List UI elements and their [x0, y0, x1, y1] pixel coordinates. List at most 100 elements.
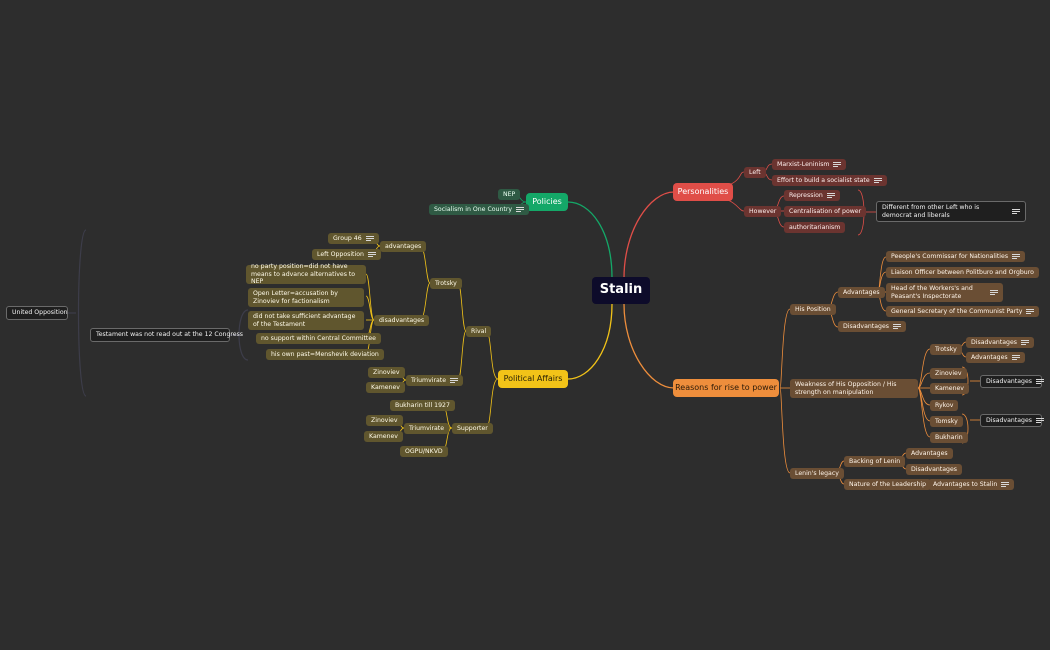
past-node[interactable]: his own past=Menshevik deviation — [266, 349, 384, 360]
p-kamenev-node[interactable]: Kamenev — [366, 382, 405, 393]
his-position-label: His Position — [795, 305, 831, 313]
p-disadvantages-node[interactable]: disadvantages — [374, 315, 430, 326]
group1-disadvantages-label: Disadvantages — [986, 377, 1032, 385]
backing-advantages-label: Advantages — [911, 449, 948, 457]
no-party-node[interactable]: no party position=did not have means to … — [246, 262, 366, 286]
liaison-node[interactable]: Liaison Officer between Politburo and Or… — [886, 267, 1039, 278]
note-icon — [833, 162, 842, 167]
note-icon — [1035, 379, 1044, 384]
advantages-to-stalin-label: Advantages to Stalin — [933, 480, 998, 488]
authoritarianism-label: authoritarianism — [789, 223, 841, 231]
united-opposition-node[interactable]: United Opposition — [6, 306, 68, 320]
nature-label: Nature of the Leadership — [849, 480, 927, 488]
note-icon — [1012, 209, 1020, 214]
personalities-label: Personalities — [677, 187, 729, 196]
p-zinoviev2-label: Zinoviev — [371, 416, 398, 424]
position-advantages-node[interactable]: Advantages — [838, 287, 885, 298]
r-rykov-node[interactable]: Rykov — [930, 400, 959, 411]
note-icon — [1012, 254, 1021, 259]
centralisation-node[interactable]: Centralisation of power — [784, 206, 867, 217]
no-support-node[interactable]: no support within Central Committee — [256, 333, 381, 344]
repression-node[interactable]: Repression — [784, 190, 840, 201]
note-icon — [516, 207, 525, 212]
p-zinoviev2-node[interactable]: Zinoviev — [366, 415, 403, 426]
note-icon — [1020, 340, 1029, 345]
triumvirate-label: Triumvirate — [411, 376, 447, 384]
note-icon — [1011, 355, 1020, 360]
position-disadvantages-node[interactable]: Disadvantages — [838, 321, 906, 332]
root-node[interactable]: Stalin — [592, 277, 650, 304]
group2-disadvantages-node[interactable]: Disadvantages — [980, 414, 1044, 427]
r-rykov-label: Rykov — [935, 401, 954, 409]
lenins-legacy-node[interactable]: Lenin's legacy — [790, 468, 844, 479]
effort-node[interactable]: Effort to build a socialist state — [772, 175, 887, 186]
policies-node[interactable]: Policies — [526, 193, 568, 211]
socialism-node[interactable]: Socialism in One Country — [429, 204, 530, 215]
nature-node[interactable]: Nature of the Leadership — [844, 479, 932, 490]
left-opposition-label: Left Opposition — [317, 250, 364, 258]
lenins-legacy-label: Lenin's legacy — [795, 469, 839, 477]
note-icon — [367, 252, 376, 257]
note-icon — [1026, 309, 1035, 314]
weakness-label: Weakness of His Opposition / His strengt… — [795, 380, 897, 396]
group1-disadvantages-node[interactable]: Disadvantages — [980, 375, 1044, 388]
r-tomsky-node[interactable]: Tomsky — [930, 416, 963, 427]
p-kamenev2-label: Kamenev — [369, 432, 398, 440]
backing-advantages-node[interactable]: Advantages — [906, 448, 953, 459]
triumvirate2-node[interactable]: Triumvirate — [404, 423, 450, 434]
head-node[interactable]: Head of the Workers's and Peasant's Insp… — [886, 283, 1003, 302]
backing-node[interactable]: Backing of Lenin — [844, 456, 906, 467]
bukharin-node[interactable]: Bukharin till 1927 — [390, 400, 455, 411]
p-kamenev-label: Kamenev — [371, 383, 400, 391]
r-zinoviev-node[interactable]: Zinoviev — [930, 368, 967, 379]
open-letter-node[interactable]: Open Letter=accusation by Zinoviev for f… — [248, 288, 364, 307]
p-disadvantages-label: disadvantages — [379, 316, 425, 324]
r-bukharin-node[interactable]: Bukharin — [930, 432, 968, 443]
nep-node[interactable]: NEP — [498, 189, 521, 200]
authoritarianism-node[interactable]: authoritarianism — [784, 222, 846, 233]
marxist-node[interactable]: Marxist-Leninism — [772, 159, 847, 170]
p-trotsky-node[interactable]: Trotsky — [430, 278, 462, 289]
r-kamenev-node[interactable]: Kamenev — [930, 383, 969, 394]
ogpu-node[interactable]: OGPU/NKVD — [400, 446, 448, 457]
ogpu-label: OGPU/NKVD — [405, 447, 443, 455]
liaison-label: Liaison Officer between Politburo and Or… — [891, 268, 1034, 276]
advantages-to-stalin-node[interactable]: Advantages to Stalin — [928, 479, 1015, 490]
rival-node[interactable]: Rival — [466, 326, 492, 337]
backing-label: Backing of Lenin — [849, 457, 901, 465]
r-trotsky-advantages-node[interactable]: Advantages — [966, 352, 1025, 363]
backing-disadvantages-node[interactable]: Disadvantages — [906, 464, 962, 475]
weakness-node[interactable]: Weakness of His Opposition / His strengt… — [790, 379, 918, 398]
repression-label: Repression — [789, 191, 823, 199]
general-secretary-node[interactable]: General Secretary of the Communist Party — [886, 306, 1040, 317]
r-zinoviev-label: Zinoviev — [935, 369, 962, 377]
note-icon — [1001, 482, 1010, 487]
however-node[interactable]: However — [744, 206, 782, 217]
commissar-label: Peeople's Commissar for Nationalities — [891, 252, 1009, 260]
group46-node[interactable]: Group 46 — [328, 233, 379, 244]
r-trotsky-node[interactable]: Trotsky — [930, 344, 962, 355]
general-secretary-label: General Secretary of the Communist Party — [891, 307, 1023, 315]
triumvirate-node[interactable]: Triumvirate — [406, 375, 464, 386]
reasons-node[interactable]: Reasons for rise to power — [673, 379, 779, 397]
note-icon — [450, 378, 459, 383]
r-trotsky-disadvantages-node[interactable]: Disadvantages — [966, 337, 1034, 348]
united-opposition-label: United Opposition — [12, 309, 68, 317]
p-advantages-node[interactable]: advantages — [380, 241, 427, 252]
supporter-node[interactable]: Supporter — [452, 423, 493, 434]
backing-disadvantages-label: Disadvantages — [911, 465, 957, 473]
p-kamenev2-node[interactable]: Kamenev — [364, 431, 403, 442]
did-not-take-node[interactable]: did not take sufficient advantage of the… — [248, 311, 364, 330]
note-icon — [990, 290, 998, 295]
his-position-node[interactable]: His Position — [790, 304, 836, 315]
personalities-node[interactable]: Personalities — [673, 183, 733, 201]
commissar-node[interactable]: Peeople's Commissar for Nationalities — [886, 251, 1026, 262]
root-label: Stalin — [599, 282, 643, 298]
left-node[interactable]: Left — [744, 167, 766, 178]
left-opposition-node[interactable]: Left Opposition — [312, 249, 381, 260]
political-affairs-node[interactable]: Political Affairs — [498, 370, 568, 388]
testament-node[interactable]: Testament was not read out at the 12 Con… — [90, 328, 243, 342]
p-zinoviev-node[interactable]: Zinoviev — [368, 367, 405, 378]
no-party-label: no party position=did not have means to … — [251, 262, 356, 286]
different-node[interactable]: Different from other Left who is democra… — [876, 201, 1026, 222]
